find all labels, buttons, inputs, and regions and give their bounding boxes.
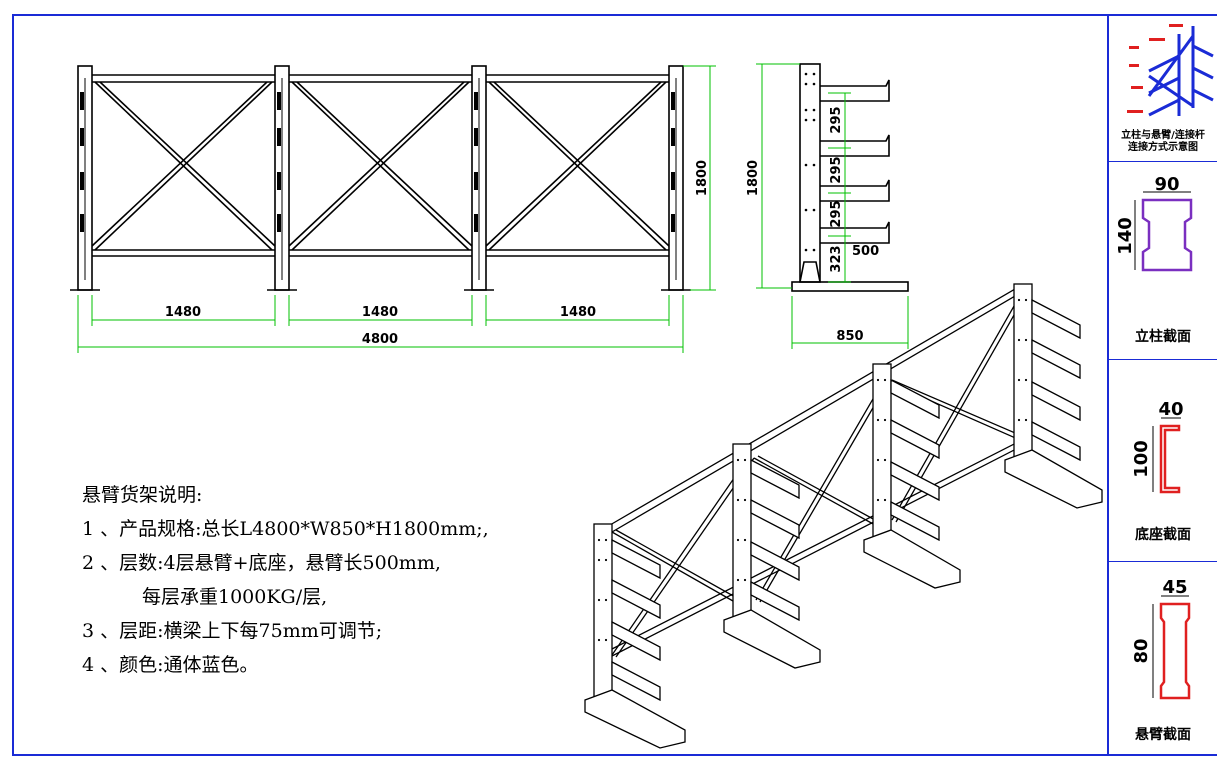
base-section-caption: 底座截面 — [1135, 527, 1191, 543]
iso-column-3 — [872, 363, 892, 540]
connection-diagram-image — [1127, 24, 1214, 117]
arm-section-cell: 45 80 悬臂截面 — [1109, 562, 1217, 756]
connection-caption-2: 连接方式示意图 — [1128, 142, 1198, 153]
front-cross-bracing — [91, 81, 670, 251]
side-height: 1800 — [746, 160, 761, 196]
column-section-width: 90 — [1154, 174, 1179, 195]
front-columns — [70, 65, 691, 291]
bay-width-2: 1480 — [362, 305, 398, 320]
notes-title: 悬臂货架说明: — [82, 484, 203, 506]
front-view — [70, 65, 691, 291]
side-column — [799, 63, 821, 283]
front-beams — [92, 74, 669, 257]
iso-arms — [611, 298, 1081, 702]
drawing-frame — [12, 14, 1217, 756]
iso-bases — [584, 449, 1103, 749]
rack-description: 悬臂货架说明: 1 、产品规格:总长L4800*W850*H1800mm;, 2… — [82, 478, 489, 682]
front-dimension-labels: 1480 1480 1480 4800 1800 — [165, 160, 710, 347]
column-section-cell: 90 140 立柱截面 — [1109, 162, 1217, 360]
isometric-view — [584, 283, 1103, 749]
column-section-caption: 立柱截面 — [1135, 329, 1191, 345]
note-line-2: 2 、层数:4层悬臂+底座，悬臂长500mm, — [82, 552, 441, 574]
iso-column-4 — [1013, 283, 1033, 460]
arm-section-height: 80 — [1131, 638, 1152, 663]
bay-width-3: 1480 — [560, 305, 596, 320]
iso-perforations — [597, 298, 1028, 642]
level-spacing-2: 295 — [829, 156, 844, 183]
arm-section-width: 45 — [1162, 577, 1187, 598]
column-section-drawing: 90 140 — [1115, 174, 1193, 272]
iso-beams — [609, 284, 1023, 657]
connection-diagram-cell: 立柱与悬臂/连接杆 连接方式示意图 — [1109, 14, 1217, 162]
base-section-cell: 40 100 底座截面 — [1109, 360, 1217, 562]
level-spacing-3: 295 — [829, 200, 844, 227]
column-section-height: 140 — [1115, 217, 1136, 255]
side-column-foot — [799, 261, 821, 283]
section-sidebar: 立柱与悬臂/连接杆 连接方式示意图 90 140 立柱截面 40 100 底座截… — [1107, 14, 1217, 756]
iso-column-2 — [732, 443, 752, 620]
bottom-spacing: 323 — [829, 245, 844, 272]
side-base — [791, 281, 909, 292]
base-section-drawing: 40 100 — [1131, 399, 1184, 494]
arm-section-caption: 悬臂截面 — [1135, 727, 1191, 743]
base-section-width: 40 — [1158, 399, 1183, 420]
side-dimensions — [756, 63, 909, 349]
note-line-1: 1 、产品规格:总长L4800*W850*H1800mm;, — [82, 518, 489, 540]
arm-length: 500 — [852, 244, 879, 259]
iso-column-1 — [593, 523, 613, 700]
front-height: 1800 — [695, 160, 710, 196]
level-spacing-1: 295 — [829, 106, 844, 133]
front-dimensions — [77, 65, 716, 353]
note-line-4: 3 、层距:横梁上下每75mm可调节; — [82, 620, 383, 642]
connection-caption-1: 立柱与悬臂/连接杆 — [1121, 130, 1205, 141]
side-dimension-labels: 1800 295 295 295 323 500 850 — [746, 106, 879, 344]
arm-section-drawing: 45 80 — [1131, 577, 1191, 700]
base-section-height: 100 — [1131, 440, 1152, 478]
base-depth: 850 — [836, 329, 863, 344]
side-view — [791, 63, 909, 292]
side-arms — [820, 79, 890, 244]
iso-columns — [593, 283, 1033, 700]
bay-width-1: 1480 — [165, 305, 201, 320]
note-line-5: 4 、颜色:通体蓝色。 — [82, 654, 259, 676]
note-line-3: 每层承重1000KG/层, — [142, 586, 328, 608]
total-length: 4800 — [362, 332, 398, 347]
